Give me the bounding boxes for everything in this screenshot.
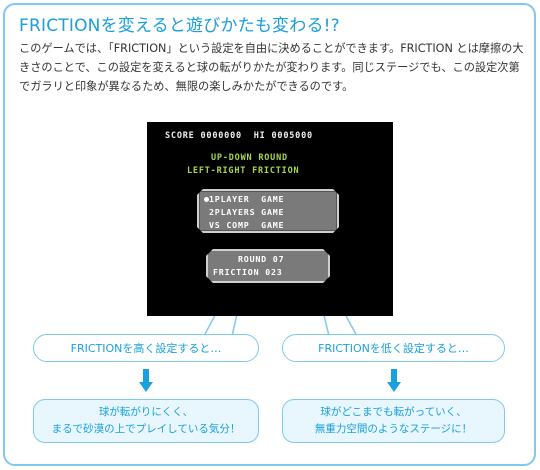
callout-high-friction: FRICTIONを高く設定すると… xyxy=(33,334,259,362)
round-value[interactable]: ROUND 07 xyxy=(238,254,285,264)
score-line: SCORE 0000000 HI 0005000 xyxy=(165,131,313,141)
friction-value[interactable]: FRICTION 023 xyxy=(213,267,283,277)
game-menu: 1PLAYER GAME 2PLAYERS GAME VS COMP GAME xyxy=(197,189,339,233)
arrow-down-icon xyxy=(139,369,153,393)
result-low-line1: 球がどこまでも転がっていく、 xyxy=(320,406,467,418)
mode-line-updown: UP-DOWN ROUND xyxy=(211,153,288,163)
round-friction-box: ROUND 07 FRICTION 023 xyxy=(206,249,330,283)
page-title: FRICTIONを変えると遊びかたも変わる!? xyxy=(19,16,340,36)
result-low-friction: 球がどこまでも転がっていく、 無重力空間のようなステージに！ xyxy=(282,399,505,443)
result-low-line2: 無重力空間のようなステージに！ xyxy=(314,423,473,435)
description-text: このゲームでは、「FRICTION」という設定を自由に決めることができます。FR… xyxy=(19,42,524,93)
game-screenshot: SCORE 0000000 HI 0005000 UP-DOWN ROUND L… xyxy=(147,122,393,316)
result-high-line2: まるで砂漠の上でプレイしている気分！ xyxy=(51,423,241,435)
menu-item-vscomp[interactable]: VS COMP GAME xyxy=(209,220,285,230)
arrow-down-icon xyxy=(387,369,401,393)
menu-item-1player[interactable]: 1PLAYER GAME xyxy=(209,194,285,204)
mode-line-leftright: LEFT-RIGHT FRICTION xyxy=(187,166,300,176)
menu-item-2players[interactable]: 2PLAYERS GAME xyxy=(209,207,285,217)
result-high-friction: 球が転がりにくく、 まるで砂漠の上でプレイしている気分！ xyxy=(33,399,259,443)
callout-low-friction: FRICTIONを低く設定すると… xyxy=(282,334,505,362)
result-high-line1: 球が転がりにくく、 xyxy=(98,406,194,418)
menu-cursor-icon xyxy=(204,197,209,202)
